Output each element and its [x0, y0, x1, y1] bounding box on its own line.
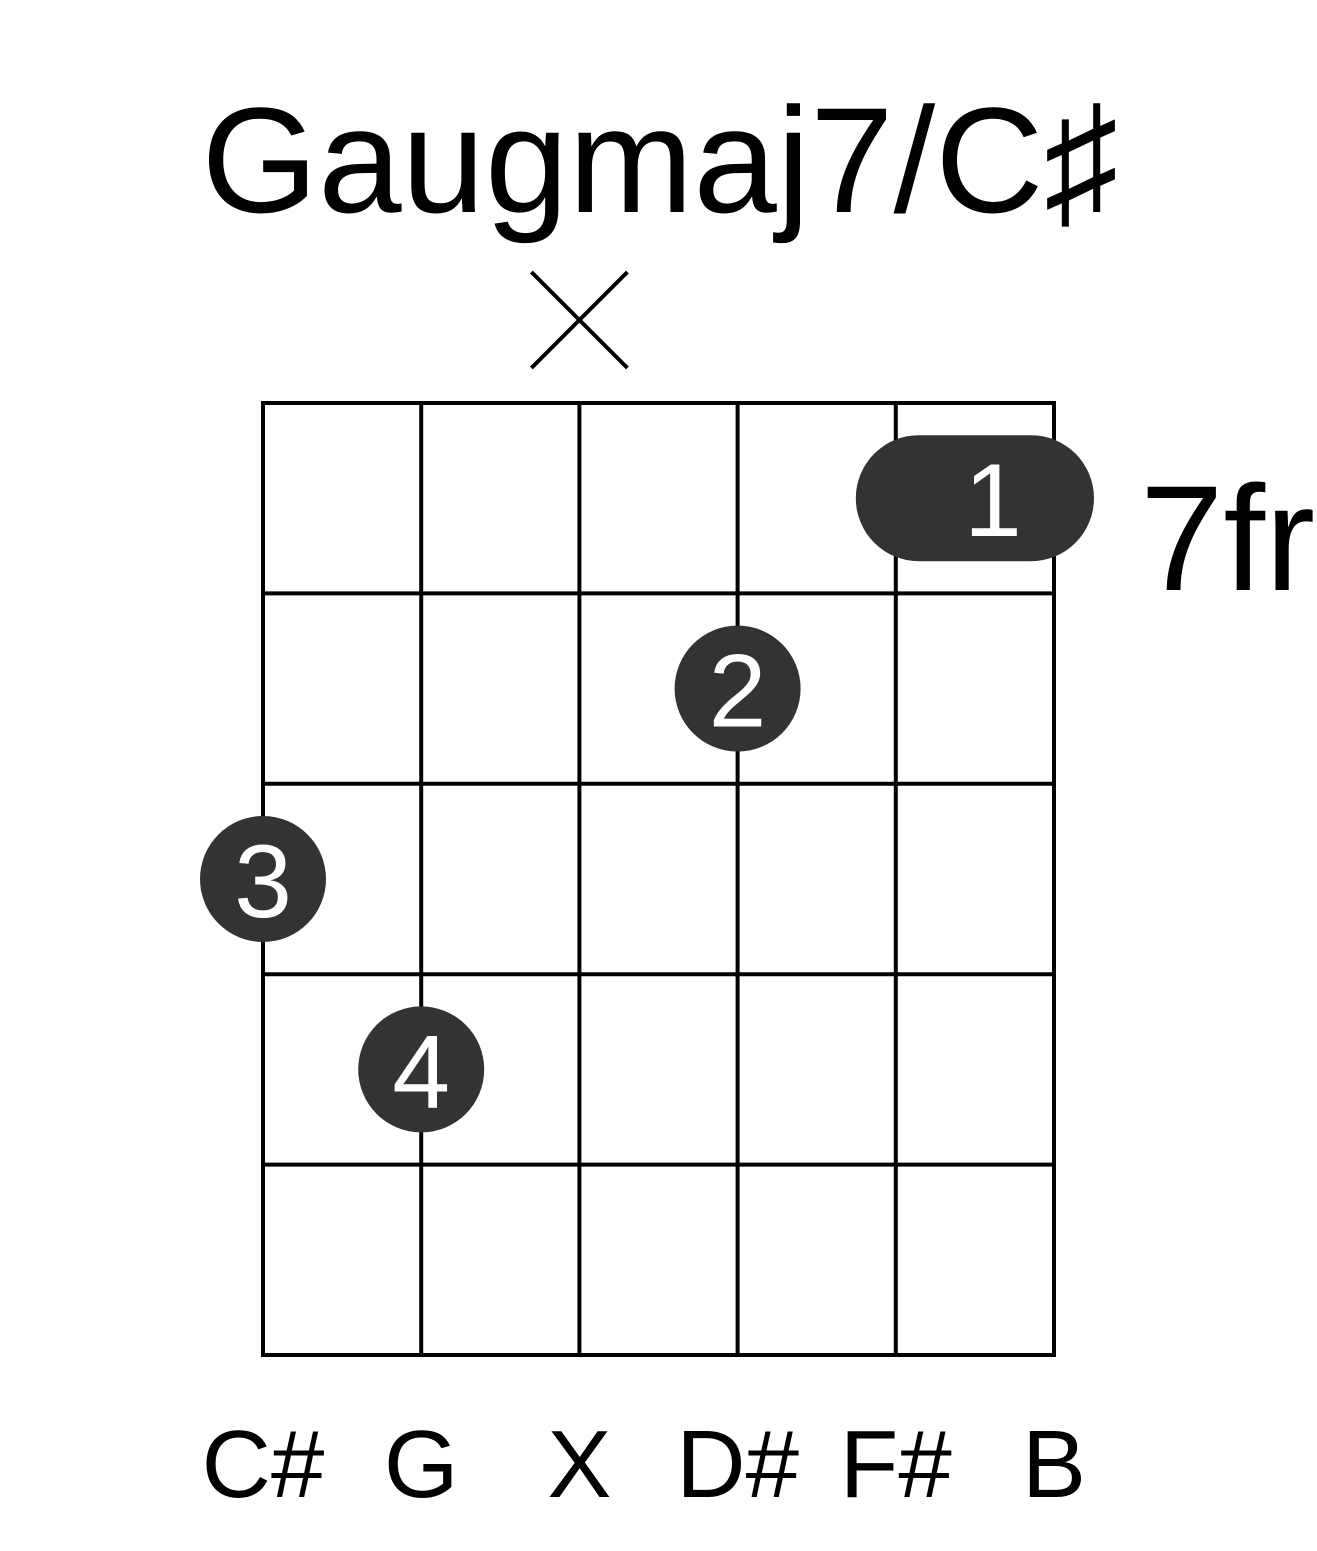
finger-number: 4 — [392, 1014, 450, 1130]
string-note-label: C# — [202, 1411, 325, 1518]
fret-position-label: 7fr — [1140, 454, 1315, 622]
muted-string-x-icon — [529, 270, 629, 370]
finger-dot: 2 — [674, 625, 801, 752]
string-note-label: D# — [676, 1411, 799, 1518]
finger-number: 1 — [964, 443, 1022, 559]
finger-number: 2 — [709, 634, 767, 750]
muted-string-markers — [529, 270, 629, 370]
string-note-label: B — [1022, 1411, 1086, 1518]
finger-number: 3 — [234, 824, 292, 940]
finger-positions: 1 2 34 — [200, 435, 1094, 1133]
finger-dot: 4 — [358, 1006, 485, 1133]
string-note-label: F# — [840, 1411, 952, 1518]
string-note-label: X — [547, 1411, 611, 1518]
chord-title: Gaugmaj7/C♯ — [201, 76, 1118, 244]
barre-marker: 1 — [855, 435, 1094, 562]
finger-dot: 3 — [200, 816, 326, 942]
fretboard-grid — [261, 401, 1056, 1357]
string-note-label: G — [384, 1411, 459, 1518]
